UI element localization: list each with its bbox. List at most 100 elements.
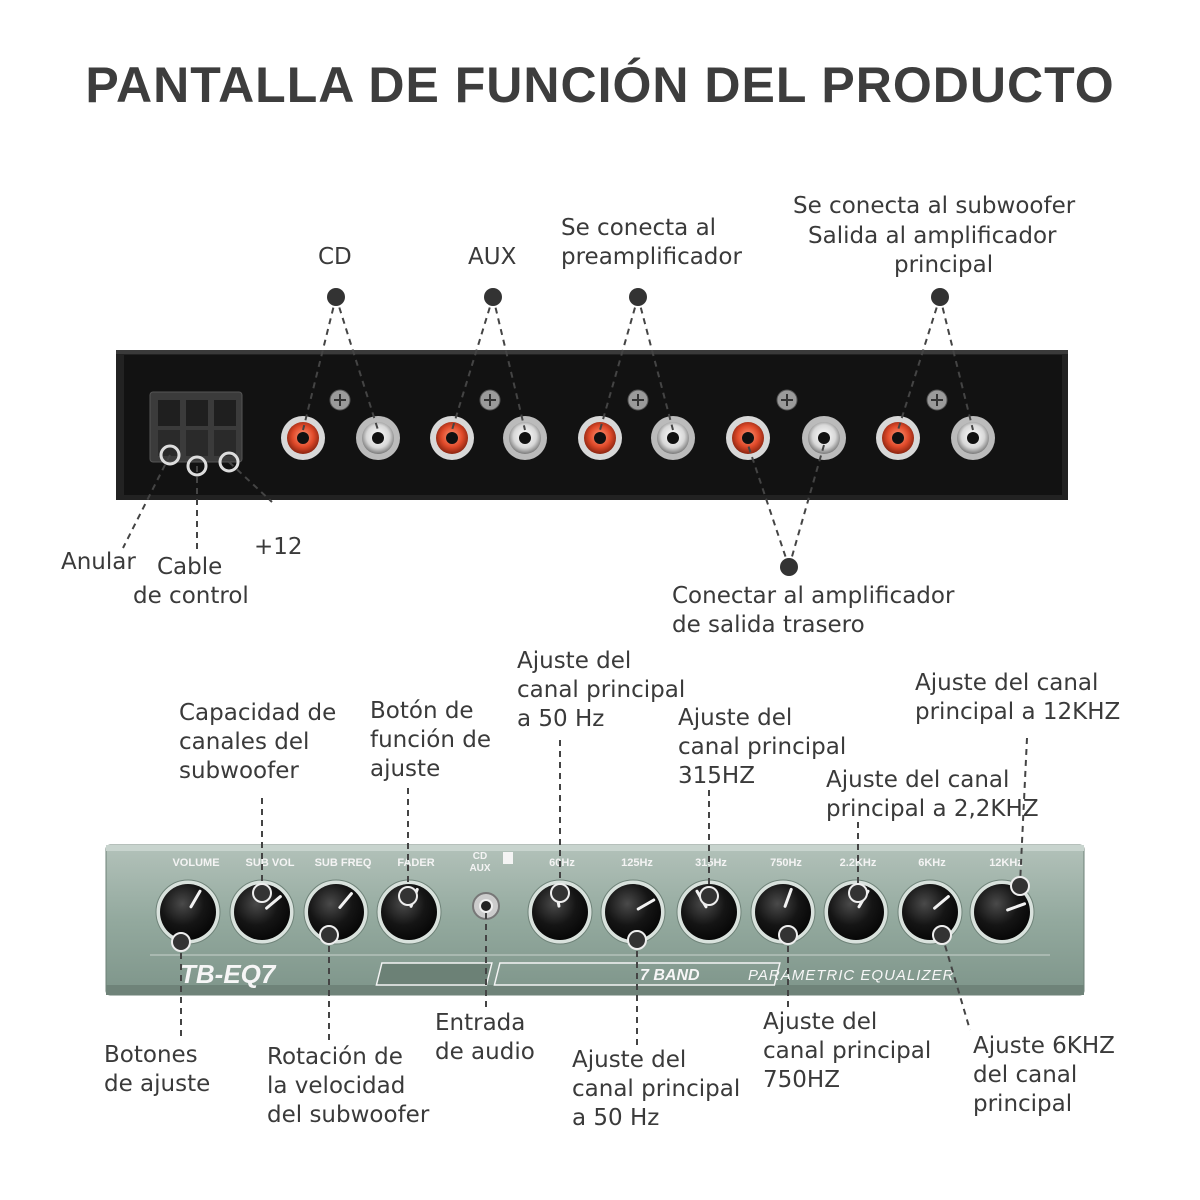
cd-aux-switch-icon <box>503 852 513 864</box>
label-ch12k-1: Ajuste del canal <box>915 670 1099 696</box>
knob-label-7: 750Hz <box>770 857 802 869</box>
label-ch50-top-2: canal principal <box>517 677 686 703</box>
aux-small-label: AUX <box>469 863 490 874</box>
label-ch315-3: 315HZ <box>678 763 755 789</box>
label-ch50-top-1: Ajuste del <box>517 648 632 674</box>
label-ch750-3: 750HZ <box>763 1067 840 1093</box>
label-function-3: ajuste <box>370 756 441 782</box>
rca-jacks <box>281 416 995 460</box>
subtitle-box: PARAMETRIC EQUALIZER <box>493 962 954 986</box>
label-ch6k-2: del canal <box>973 1062 1078 1088</box>
page-title: PANTALLA DE FUNCIÓN DEL PRODUCTO <box>85 57 1115 113</box>
knob-label-1: SUB VOL <box>246 857 295 869</box>
label-sub-2: Salida al amplificador <box>808 223 1057 249</box>
svg-text:PARAMETRIC EQUALIZER: PARAMETRIC EQUALIZER <box>748 967 954 984</box>
knob-9[interactable] <box>897 879 963 945</box>
aux-rca-white <box>503 416 547 460</box>
label-ch50-top-3: a 50 Hz <box>517 706 605 732</box>
label-ch12k-2: principal a 12KHZ <box>915 699 1121 725</box>
label-ch315-1: Ajuste del <box>678 705 793 731</box>
front-callout-dots <box>171 876 1030 952</box>
knob-indicator-9 <box>933 895 950 910</box>
rear-callout-lines <box>122 296 974 568</box>
knob-label-0: VOLUME <box>172 857 219 869</box>
label-ch750-2: canal principal <box>763 1038 932 1064</box>
knob-label-6: 315Hz <box>695 857 727 869</box>
preamp-rca-red <box>578 416 622 460</box>
knob-1[interactable] <box>229 879 295 945</box>
knob-indicator-10 <box>1006 902 1027 912</box>
label-subspeed-1: Rotación de <box>267 1044 403 1070</box>
label-ch315-2: canal principal <box>678 734 847 760</box>
aux-rca-red <box>430 416 474 460</box>
cd-rca-red <box>281 416 325 460</box>
knob-label-10: 12KHz <box>989 857 1023 869</box>
label-preamp-2: preamplificador <box>561 244 742 270</box>
knob-10[interactable] <box>969 879 1035 945</box>
label-ch22k-2: principal a 2,2KHZ <box>826 796 1039 822</box>
knob-label-5: 125Hz <box>621 857 653 869</box>
knob-indicator-0 <box>189 889 202 909</box>
label-buttons-2: de ajuste <box>104 1071 211 1097</box>
knob-0[interactable] <box>155 879 221 945</box>
rear-rca-white <box>802 416 846 460</box>
label-control-1: Cable <box>157 554 223 580</box>
label-subcap-3: subwoofer <box>179 758 299 784</box>
knob-4[interactable] <box>527 879 593 945</box>
sub-rca-white <box>951 416 995 460</box>
band-badge: 7 BAND <box>375 962 700 986</box>
label-buttons-1: Botones <box>104 1042 198 1068</box>
front-panel <box>105 844 1085 996</box>
knob-label-3: FADER <box>397 857 434 869</box>
model-name: TB-EQ7 <box>180 959 277 989</box>
front-callout-lines <box>180 737 1028 1045</box>
label-audioin-1: Entrada <box>435 1010 526 1036</box>
label-rear-amp-2: de salida trasero <box>672 612 865 638</box>
label-ch50-bot-3: a 50 Hz <box>572 1105 660 1131</box>
label-subspeed-2: la velocidad <box>267 1073 406 1099</box>
knob-3[interactable] <box>376 879 442 945</box>
knob-7[interactable] <box>750 879 816 945</box>
label-ch22k-1: Ajuste del canal <box>826 767 1010 793</box>
knob-label-2: SUB FREQ <box>315 857 372 869</box>
label-subcap-1: Capacidad de <box>179 700 337 726</box>
label-sub-1: Se conecta al subwoofer <box>793 193 1076 219</box>
label-ch6k-1: Ajuste 6KHZ <box>973 1033 1115 1059</box>
knob-label-8: 2.2KHz <box>840 857 877 869</box>
label-aux: AUX <box>468 244 517 270</box>
terminal-markers <box>159 444 240 477</box>
knob-indicator-5 <box>636 898 656 911</box>
label-subcap-2: canales del <box>179 729 310 755</box>
label-cd: CD <box>318 244 352 270</box>
label-subspeed-3: del subwoofer <box>267 1102 430 1128</box>
label-function-1: Botón de <box>370 698 474 724</box>
knob-8[interactable] <box>823 879 889 945</box>
label-audioin-2: de audio <box>435 1039 535 1065</box>
label-ch50-bot-2: canal principal <box>572 1076 741 1102</box>
label-ch750-1: Ajuste del <box>763 1009 878 1035</box>
label-plus12: +12 <box>254 534 303 560</box>
preamp-rca-white <box>651 416 695 460</box>
rear-callout-dots <box>327 288 949 576</box>
label-preamp-1: Se conecta al <box>561 215 717 241</box>
knob-2[interactable] <box>303 879 369 945</box>
label-function-2: función de <box>370 727 491 753</box>
label-anular: Anular <box>61 549 136 575</box>
cd-rca-white <box>356 416 400 460</box>
power-terminal-block <box>149 391 243 463</box>
label-rear-amp-1: Conectar al amplificador <box>672 583 955 609</box>
cd-small-label: CD <box>473 851 487 862</box>
label-control-2: de control <box>133 583 249 609</box>
knob-5[interactable] <box>600 879 666 945</box>
label-ch6k-3: principal <box>973 1091 1073 1117</box>
svg-text:7 BAND: 7 BAND <box>640 967 700 984</box>
knob-row <box>155 879 1035 945</box>
label-ch50-bot-1: Ajuste del <box>572 1047 687 1073</box>
knob-indicator-7 <box>783 887 793 908</box>
knob-indicator-1 <box>265 895 282 910</box>
knob-label-9: 6KHz <box>918 857 946 869</box>
sub-rca-red <box>876 416 920 460</box>
